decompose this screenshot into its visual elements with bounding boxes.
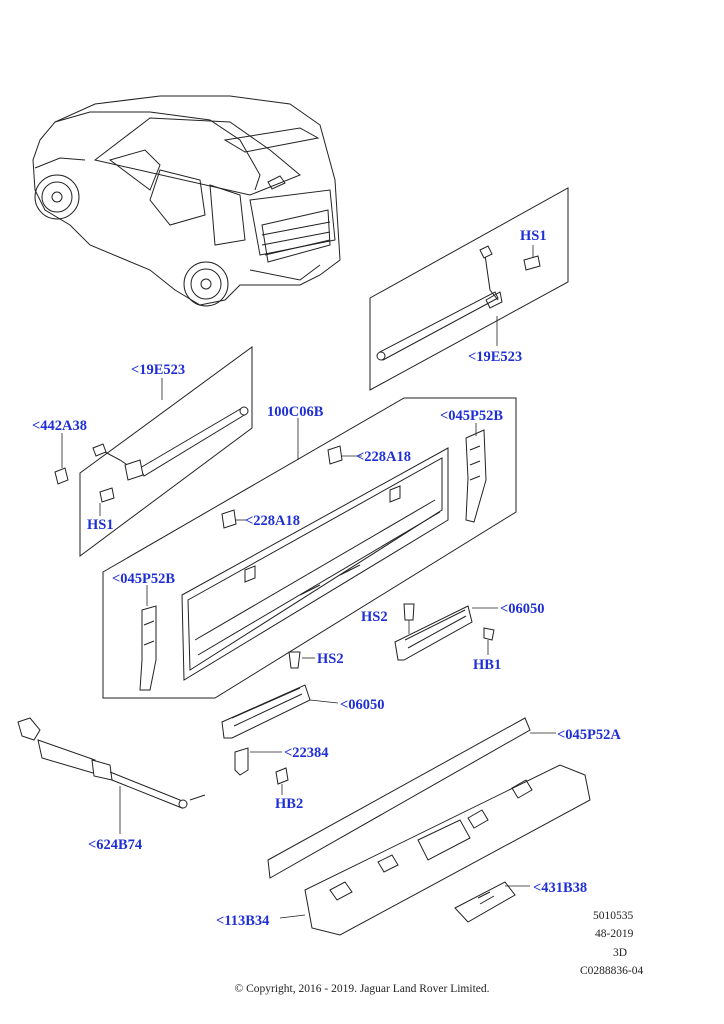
ref-date: 48-2019 (595, 928, 634, 940)
callout-045p52b-left[interactable]: <045P52B (112, 571, 176, 587)
callout-228a18-top[interactable]: <228A18 (356, 449, 411, 465)
callout-hb2[interactable]: HB2 (275, 796, 304, 812)
callout-113b34[interactable]: <113B34 (216, 913, 270, 929)
callout-19e523-left[interactable]: <19E523 (131, 362, 186, 378)
strut-box-right (369, 187, 569, 391)
callout-045p52b-right[interactable]: <045P52B (440, 408, 504, 424)
callout-442a38[interactable]: <442A38 (32, 418, 87, 434)
callout-431b38[interactable]: <431B38 (533, 880, 588, 896)
load-floor-panels (267, 717, 591, 936)
callout-06050-mid[interactable]: <06050 (340, 697, 385, 713)
hinge-bracket-right (394, 603, 498, 661)
strut-box-left (54, 346, 253, 557)
callout-045p52a[interactable]: <045P52A (557, 727, 621, 743)
copyright-notice: © Copyright, 2016 - 2019. Jaguar Land Ro… (234, 983, 490, 995)
hinge-bracket-mid (221, 651, 339, 795)
illustration-code: C0288836-04 (580, 965, 644, 977)
callout-228a18-mid[interactable]: <228A18 (245, 513, 300, 529)
callout-06050-right[interactable]: <06050 (500, 601, 545, 617)
callout-hs1-top[interactable]: HS1 (520, 228, 547, 244)
ref-number: 5010535 (593, 910, 634, 922)
vehicle-illustration (32, 95, 341, 307)
callout-hs1-left[interactable]: HS1 (87, 517, 114, 533)
callout-100c06b[interactable]: 100C06B (267, 404, 324, 420)
callout-hs2-mid[interactable]: HS2 (317, 651, 344, 667)
gas-strut (17, 717, 206, 834)
callout-22384[interactable]: <22384 (284, 745, 329, 761)
callout-hb1[interactable]: HB1 (473, 657, 502, 673)
callout-624b74[interactable]: <624B74 (88, 837, 143, 853)
tailgate-panel-box (102, 397, 517, 699)
view-type: 3D (613, 947, 628, 959)
callout-hs2-right[interactable]: HS2 (361, 609, 388, 625)
callout-19e523-right[interactable]: <19E523 (468, 349, 523, 365)
